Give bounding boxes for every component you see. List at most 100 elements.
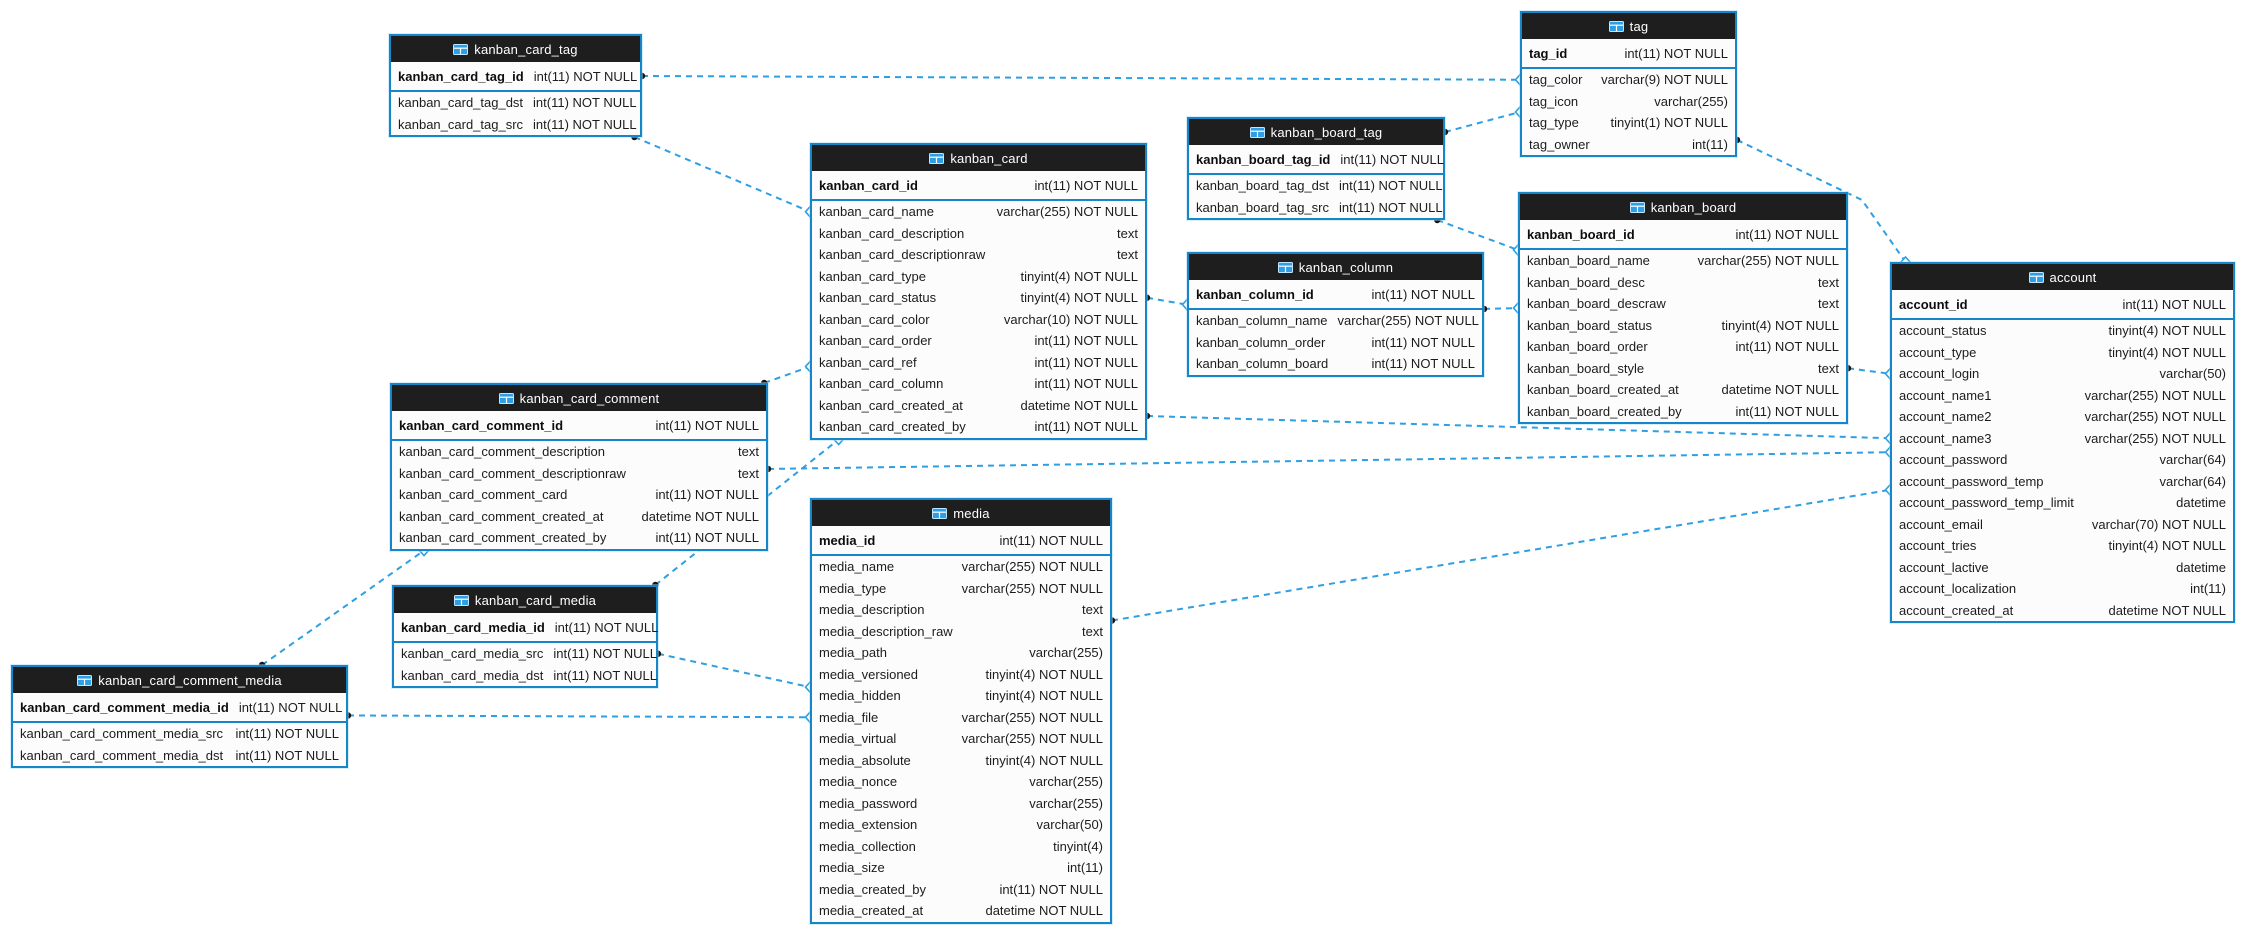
table-columns: account_status tinyint(4) NOT NULL accou…: [1892, 320, 2233, 621]
column-row: kanban_card_comment_card int(11) NOT NUL…: [392, 484, 766, 506]
table-header[interactable]: kanban_card_comment: [392, 385, 766, 411]
table-header[interactable]: kanban_card: [812, 145, 1145, 171]
table-header[interactable]: kanban_board_tag: [1189, 119, 1443, 145]
column-name: media_name: [819, 559, 895, 575]
table-header[interactable]: tag: [1522, 13, 1735, 39]
table-icon: [1249, 126, 1265, 138]
table-icon: [77, 674, 93, 686]
column-row: media_collection tinyint(4): [812, 836, 1110, 858]
column-row: media_nonce varchar(255): [812, 771, 1110, 793]
column-name: kanban_card_comment_descriptionraw: [399, 465, 626, 481]
table-kanban_card_comment_media[interactable]: kanban_card_comment_media kanban_card_co…: [11, 665, 348, 768]
column-name: media_versioned: [819, 666, 919, 682]
column-name: kanban_card_media_src: [401, 646, 544, 662]
column-name: media_description_raw: [819, 623, 953, 639]
table-kanban_board_tag[interactable]: kanban_board_tag kanban_board_tag_id int…: [1187, 117, 1445, 220]
column-type: varchar(255) NOT NULL: [961, 731, 1103, 747]
column-type: int(11): [1692, 136, 1728, 152]
column-row: kanban_card_comment_created_by int(11) N…: [392, 527, 766, 549]
column-row: kanban_card_description text: [812, 223, 1145, 245]
table-icon: [1629, 201, 1645, 213]
column-name: account_localization: [1899, 581, 2017, 597]
column-name: media_extension: [819, 817, 918, 833]
column-row: media_password varchar(255): [812, 793, 1110, 815]
relationship-kanban_board-account: [1844, 365, 1896, 380]
column-type: varchar(70) NOT NULL: [2091, 516, 2226, 532]
column-name: tag_color: [1529, 72, 1583, 88]
table-columns: kanban_card_comment_description text kan…: [392, 441, 766, 549]
column-row: kanban_board_desc text: [1520, 272, 1846, 294]
column-row: kanban_column_order int(11) NOT NULL: [1189, 332, 1482, 354]
primary-key-type: int(11) NOT NULL: [238, 699, 343, 715]
column-name: kanban_card_comment_card: [399, 487, 568, 503]
table-columns: kanban_column_name varchar(255) NOT NULL…: [1189, 310, 1482, 375]
column-name: kanban_board_tag_dst: [1196, 178, 1330, 194]
column-row: kanban_card_type tinyint(4) NOT NULL: [812, 266, 1145, 288]
column-row: kanban_card_status tinyint(4) NOT NULL: [812, 287, 1145, 309]
primary-key-name: kanban_card_tag_id: [398, 68, 524, 84]
column-row: kanban_card_created_by int(11) NOT NULL: [812, 416, 1145, 438]
table-icon: [453, 594, 469, 606]
table-kanban_card_comment[interactable]: kanban_card_comment kanban_card_comment_…: [390, 383, 768, 551]
table-media[interactable]: media media_id int(11) NOT NULL media_na…: [810, 498, 1112, 924]
column-name: account_password: [1899, 452, 2008, 468]
column-row: account_lactive datetime: [1892, 557, 2233, 579]
column-row: media_created_at datetime NOT NULL: [812, 900, 1110, 922]
column-type: varchar(255) NOT NULL: [996, 204, 1138, 220]
primary-key-name: kanban_card_id: [819, 177, 918, 193]
table-kanban_card_tag[interactable]: kanban_card_tag kanban_card_tag_id int(1…: [389, 34, 642, 137]
column-row: account_name2 varchar(255) NOT NULL: [1892, 406, 2233, 428]
column-row: kanban_board_tag_src int(11) NOT NULL: [1189, 197, 1443, 219]
column-row: media_file varchar(255) NOT NULL: [812, 707, 1110, 729]
column-type: tinyint(4) NOT NULL: [2108, 323, 2226, 339]
primary-key-type: int(11) NOT NULL: [2122, 296, 2226, 312]
relationship-kanban_card_comment_media-media: [344, 711, 816, 724]
table-header[interactable]: kanban_board: [1520, 194, 1846, 220]
table-header[interactable]: kanban_card_media: [394, 587, 656, 613]
primary-key-type: int(11) NOT NULL: [999, 532, 1103, 548]
column-row: kanban_board_style text: [1520, 358, 1846, 380]
column-row: account_name1 varchar(255) NOT NULL: [1892, 385, 2233, 407]
column-name: kanban_card_description: [819, 225, 965, 241]
relationship-kanban_card_comment-kanban_card: [761, 360, 816, 387]
table-icon: [498, 392, 514, 404]
column-type: varchar(255) NOT NULL: [2084, 409, 2226, 425]
column-row: media_name varchar(255) NOT NULL: [812, 556, 1110, 578]
table-header[interactable]: kanban_column: [1189, 254, 1482, 280]
table-header[interactable]: media: [812, 500, 1110, 526]
primary-key-row: account_id int(11) NOT NULL: [1892, 290, 2233, 320]
column-name: account_password_temp_limit: [1899, 495, 2074, 511]
table-kanban_card[interactable]: kanban_card kanban_card_id int(11) NOT N…: [810, 143, 1147, 440]
table-kanban_board[interactable]: kanban_board kanban_board_id int(11) NOT…: [1518, 192, 1848, 424]
column-row: account_email varchar(70) NOT NULL: [1892, 514, 2233, 536]
column-row: media_description text: [812, 599, 1110, 621]
column-name: kanban_card_descriptionraw: [819, 247, 986, 263]
table-kanban_card_media[interactable]: kanban_card_media kanban_card_media_id i…: [392, 585, 658, 688]
table-header[interactable]: kanban_card_comment_media: [13, 667, 346, 693]
column-row: tag_type tinyint(1) NOT NULL: [1522, 112, 1735, 134]
table-title: kanban_card_comment_media: [98, 672, 282, 688]
column-name: tag_owner: [1529, 136, 1590, 152]
table-kanban_column[interactable]: kanban_column kanban_column_id int(11) N…: [1187, 252, 1484, 377]
column-row: account_localization int(11): [1892, 578, 2233, 600]
column-type: varchar(255) NOT NULL: [2084, 387, 2226, 403]
table-header[interactable]: kanban_card_tag: [391, 36, 640, 62]
column-row: account_created_at datetime NOT NULL: [1892, 600, 2233, 622]
column-name: kanban_card_created_at: [819, 397, 963, 413]
column-row: kanban_board_descraw text: [1520, 293, 1846, 315]
column-name: account_name3: [1899, 430, 1992, 446]
column-row: kanban_board_tag_dst int(11) NOT NULL: [1189, 175, 1443, 197]
column-type: int(11) NOT NULL: [1371, 334, 1475, 350]
column-type: tinyint(4) NOT NULL: [985, 688, 1103, 704]
column-type: varchar(64): [2159, 473, 2226, 489]
primary-key-row: kanban_card_id int(11) NOT NULL: [812, 171, 1145, 201]
table-header[interactable]: account: [1892, 264, 2233, 290]
table-columns: kanban_card_tag_dst int(11) NOT NULL kan…: [391, 92, 640, 135]
column-row: kanban_board_name varchar(255) NOT NULL: [1520, 250, 1846, 272]
table-tag[interactable]: tag tag_id int(11) NOT NULL tag_color va…: [1520, 11, 1737, 157]
column-name: kanban_card_media_dst: [401, 667, 544, 683]
column-type: int(11) NOT NULL: [533, 116, 637, 132]
table-account[interactable]: account account_id int(11) NOT NULL acco…: [1890, 262, 2235, 623]
column-type: text: [1818, 274, 1839, 290]
relationship-kanban_column-kanban_board: [1480, 301, 1524, 315]
